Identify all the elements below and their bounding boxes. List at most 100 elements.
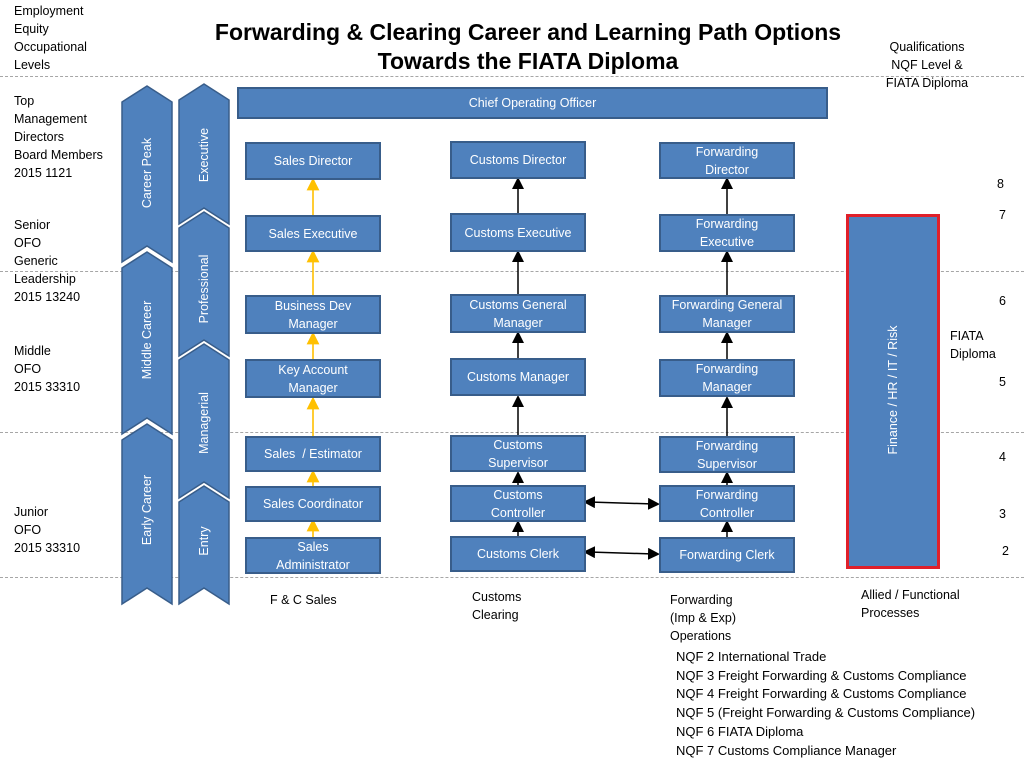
track-line: Clearing — [472, 608, 519, 622]
header-left-line: Equity — [14, 22, 49, 36]
fiata-line: FIATA — [950, 329, 984, 343]
box-label: Forwarding Manager — [695, 362, 759, 394]
middle-career-chevron — [121, 251, 173, 436]
customs-director-box: Customs Director — [450, 141, 586, 179]
fc-sales-label: F & C Sales — [270, 593, 337, 607]
header-left-line: Levels — [14, 58, 51, 72]
sales-administrator-box: Sales Administrator — [245, 537, 381, 574]
forwarding-director-box: Forwarding Director — [659, 142, 795, 179]
nqf-level-2: 2 — [1002, 544, 1009, 558]
title-line-2: Towards the FIATA Diploma — [377, 48, 679, 74]
header-left-line: Occupational — [14, 40, 87, 54]
coo-label: Chief Operating Officer — [468, 96, 597, 110]
level-line: Directors — [14, 130, 65, 144]
track-line: Forwarding — [670, 593, 733, 607]
level-line: Leadership — [14, 272, 76, 286]
level-line: OFO — [14, 523, 42, 537]
nqf-level-8: 8 — [997, 177, 1004, 191]
level-line: 2015 33310 — [14, 541, 81, 555]
box-label: Sales Administrator — [276, 539, 350, 572]
customs-clearing-label: Customs Clearing — [472, 588, 521, 624]
career-peak-chevron — [121, 85, 173, 264]
box-label: Forwarding Controller — [695, 487, 759, 520]
customs-clerk-box: Customs Clerk — [450, 536, 586, 572]
box-label: Customs General Manager — [469, 297, 567, 330]
nqf-level-6: 6 — [999, 294, 1006, 308]
track-line: (Imp & Exp) — [670, 611, 736, 625]
box-label: Customs Controller — [490, 487, 546, 520]
level-line: Senior — [14, 218, 51, 232]
box-label: Sales Executive — [268, 226, 358, 241]
customs-general-manager-box: Customs General Manager — [450, 294, 586, 333]
nqf-level-4: 4 — [999, 450, 1006, 464]
fiata-diploma-label: FIATA Diploma — [950, 327, 996, 363]
nqf-qualification-list: NQF 2 International Trade NQF 3 Freight … — [676, 648, 975, 760]
executive-chevron — [178, 83, 230, 226]
level-line: OFO — [14, 236, 42, 250]
box-label: Customs Manager — [466, 370, 570, 384]
box-label: Forwarding Clerk — [679, 548, 775, 562]
level-line: 2015 1121 — [14, 166, 73, 180]
forwarding-clerk-box: Forwarding Clerk — [659, 537, 795, 573]
forwarding-controller-box: Forwarding Controller — [659, 485, 795, 522]
level-middle: Middle OFO 2015 33310 — [14, 342, 80, 396]
nqf-level-3: 3 — [999, 507, 1006, 521]
level-line: Management — [14, 112, 87, 126]
sales-coordinator-box: Sales Coordinator — [245, 486, 381, 522]
customs-manager-box: Customs Manager — [450, 358, 586, 396]
level-line: 2015 33310 — [14, 380, 81, 394]
level-line: Top — [14, 94, 35, 108]
qualifications-header: Qualifications NQF Level & FIATA Diploma — [872, 38, 982, 92]
nqf-item: NQF 3 Freight Forwarding & Customs Compl… — [676, 667, 967, 683]
managerial-chevron — [178, 343, 230, 500]
box-label: Customs Clerk — [477, 547, 559, 561]
early-career-chevron — [121, 423, 173, 606]
box-label: Sales Director — [273, 154, 353, 168]
level-senior: Senior OFO Generic Leadership 2015 13240 — [14, 216, 80, 306]
nqf-item: NQF 6 FIATA Diploma — [676, 723, 804, 739]
nqf-item: NQF 4 Freight Forwarding & Customs Compl… — [676, 686, 967, 702]
header-right-line: Qualifications — [889, 40, 965, 54]
box-label: Customs Supervisor — [488, 437, 548, 470]
diagram-title: Forwarding & Clearing Career and Learnin… — [200, 18, 856, 76]
track-line: Customs — [472, 590, 522, 604]
nqf-level-5: 5 — [999, 375, 1006, 389]
nqf-item: NQF 5 (Freight Forwarding & Customs Comp… — [676, 705, 976, 721]
chief-operating-officer-box: Chief Operating Officer — [237, 87, 828, 119]
controller-link-arrow — [583, 496, 660, 510]
forwarding-supervisor-box: Forwarding Supervisor — [659, 436, 795, 473]
box-label: Forwarding Executive — [695, 217, 759, 249]
fiata-line: Diploma — [950, 347, 996, 361]
forwarding-manager-box: Forwarding Manager — [659, 359, 795, 397]
box-label: Business Dev Manager — [274, 298, 352, 331]
entry-chevron — [178, 485, 230, 606]
nqf-item: NQF 2 International Trade — [676, 649, 827, 664]
sales-director-box: Sales Director — [245, 142, 381, 180]
customs-controller-box: Customs Controller — [450, 485, 586, 522]
level-junior: Junior OFO 2015 33310 — [14, 503, 80, 557]
header-left-line: Employment — [14, 4, 84, 18]
clerk-link-arrow — [583, 546, 660, 560]
professional-chevron — [178, 211, 230, 358]
allied-functions-box — [846, 214, 940, 569]
header-right-line: FIATA Diploma — [885, 76, 969, 90]
level-line: 2015 13240 — [14, 290, 81, 304]
box-label: Forwarding Director — [695, 144, 759, 177]
track-line: Processes — [861, 606, 920, 620]
key-account-manager-box: Key Account Manager — [245, 359, 381, 398]
level-line: Generic — [14, 254, 58, 268]
forwarding-operations-label: Forwarding (Imp & Exp) Operations — [670, 591, 736, 645]
nqf-level-7: 7 — [999, 208, 1006, 222]
customs-supervisor-box: Customs Supervisor — [450, 435, 586, 472]
level-line: Junior — [14, 505, 49, 519]
box-label: Forwarding General Manager — [671, 298, 783, 330]
level-line: Board Members — [14, 148, 103, 162]
forwarding-executive-box: Forwarding Executive — [659, 214, 795, 252]
track-line: Allied / Functional — [861, 588, 960, 602]
header-right-line: NQF Level & — [891, 58, 963, 72]
box-label: Customs Executive — [464, 225, 572, 240]
allied-functions-label: Finance / HR / IT / Risk — [886, 325, 900, 455]
box-label: Customs Director — [469, 153, 567, 167]
